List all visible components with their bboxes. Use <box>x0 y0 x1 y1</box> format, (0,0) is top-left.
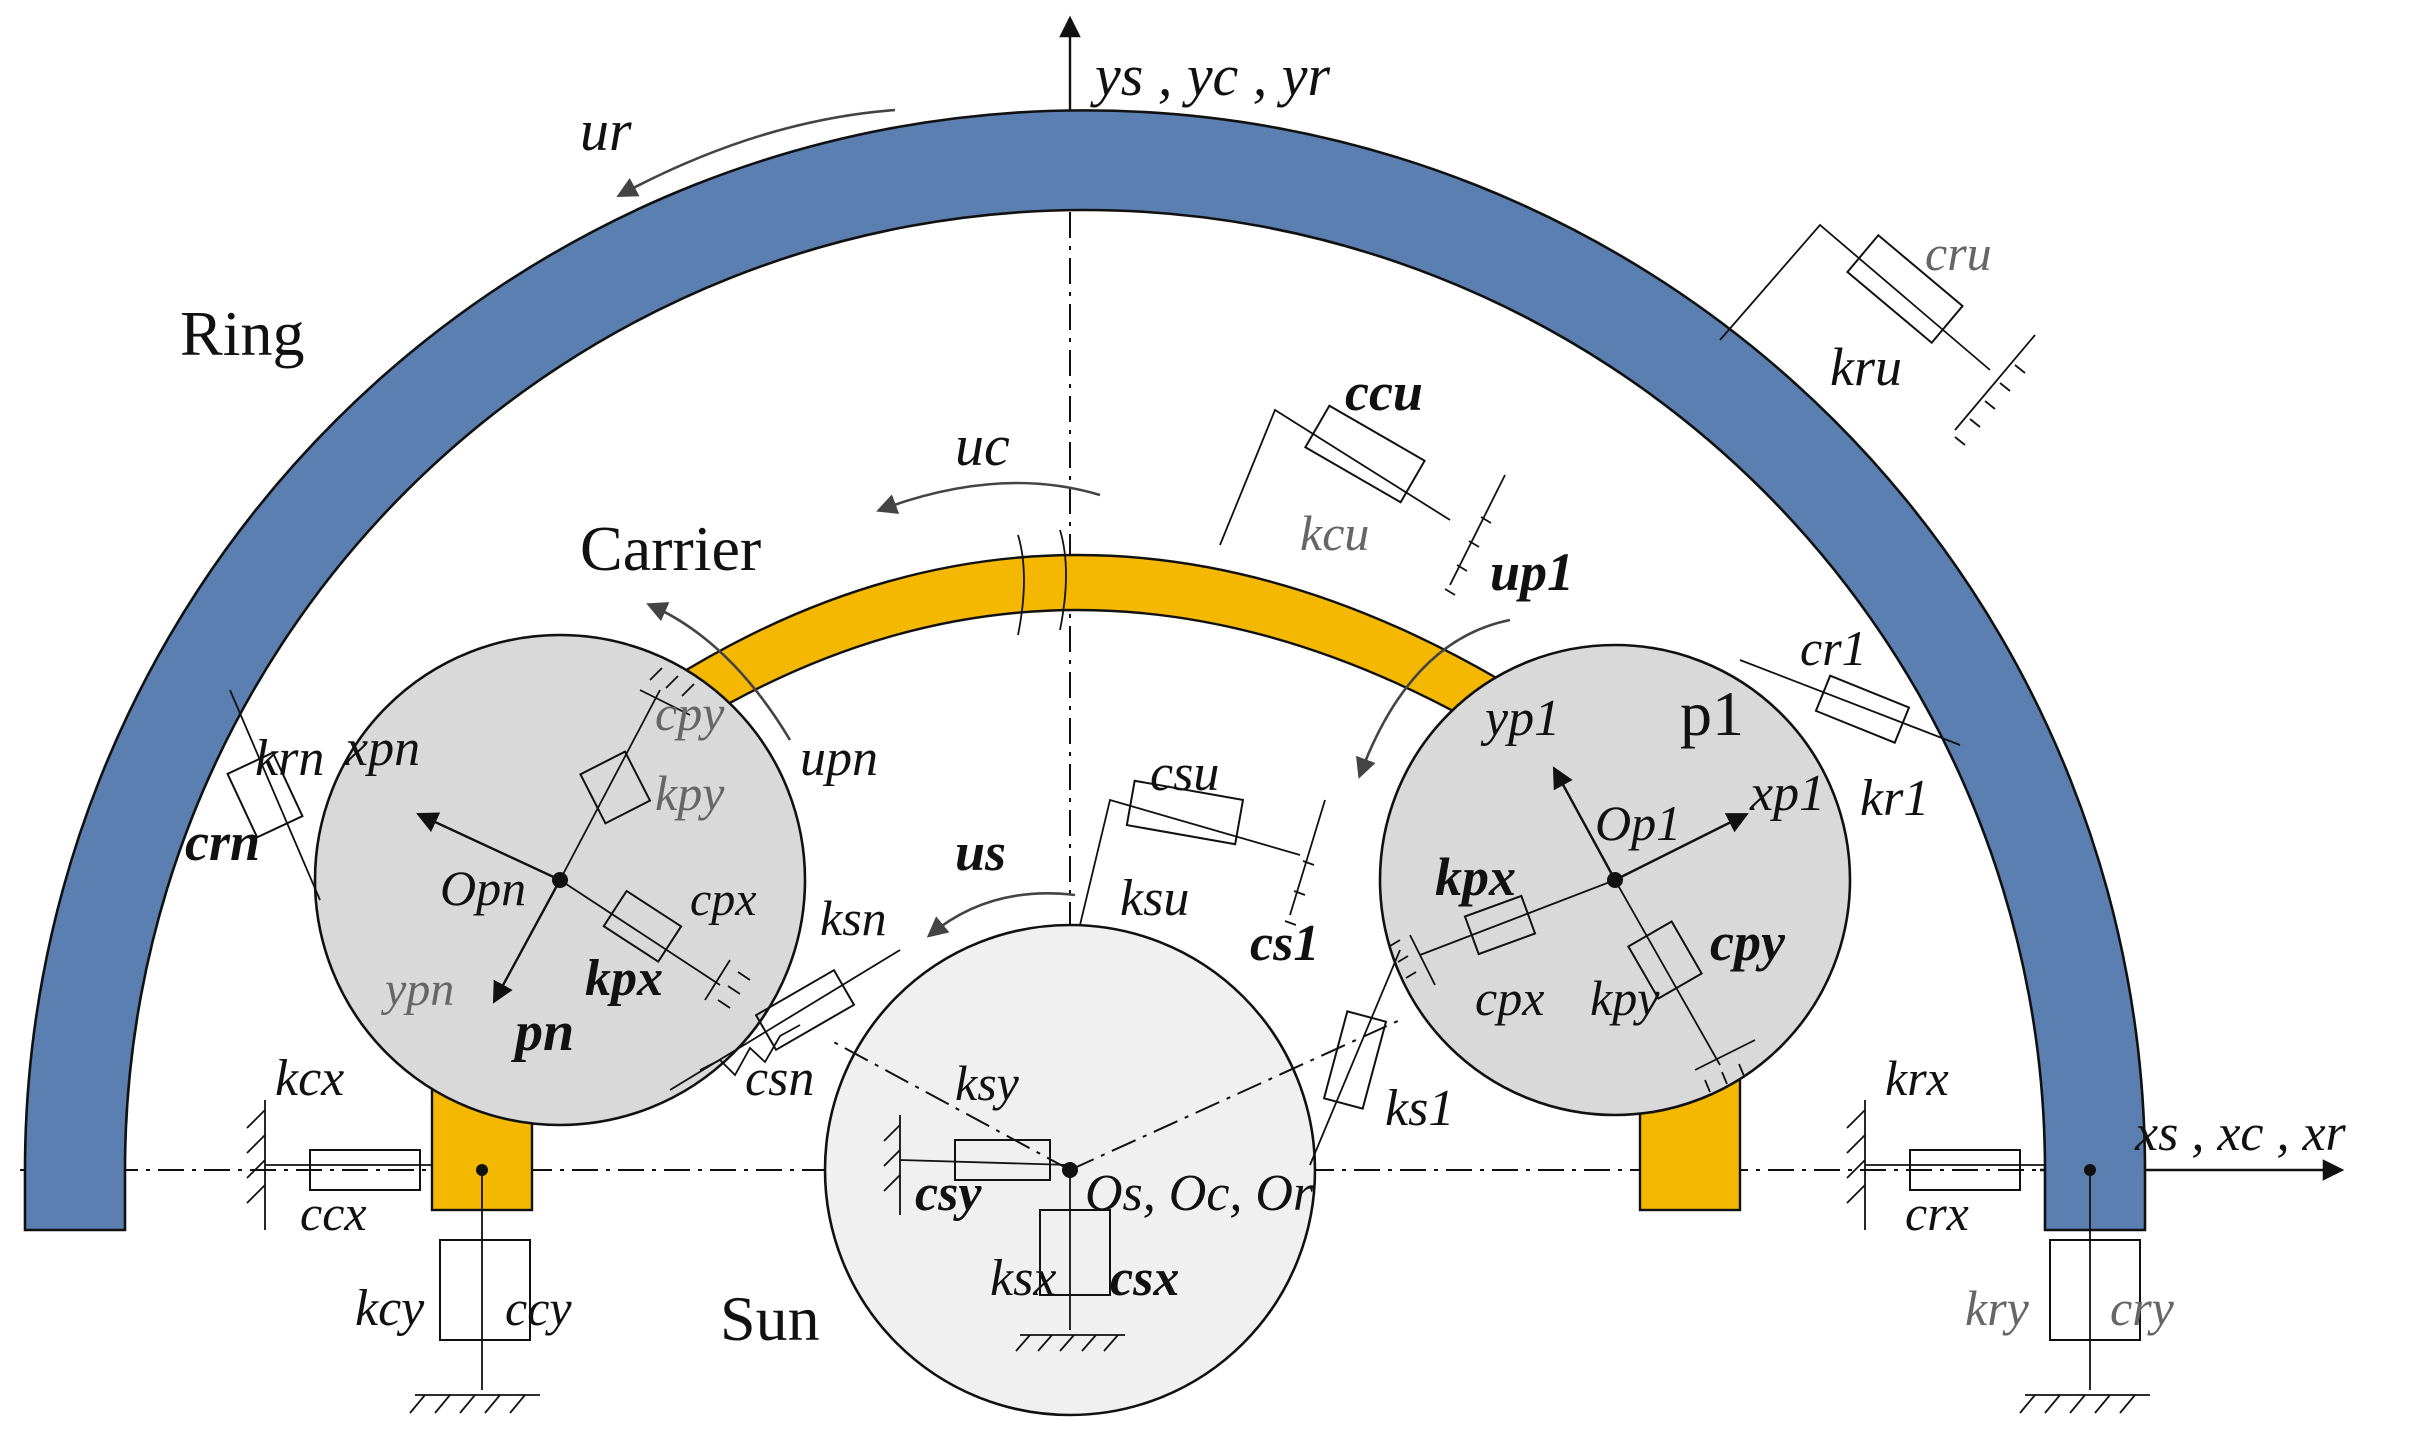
k-sx-label: ksx <box>990 1250 1056 1307</box>
carrier-break-marks <box>1017 529 1067 636</box>
ring-label: Ring <box>180 298 304 369</box>
pn-center-dot <box>552 872 568 888</box>
mesh-p1-ring <box>1739 659 1961 746</box>
carrier-center-dot-left <box>476 1164 488 1176</box>
k-py-label: kpy <box>655 765 725 821</box>
c-cx-label: ccx <box>300 1185 367 1241</box>
pn-x-label: xpn <box>344 720 420 777</box>
sun-x-support <box>883 1115 1071 1215</box>
p1-x-label: xp1 <box>1749 765 1825 822</box>
p1-center-label: Op1 <box>1595 795 1681 851</box>
c-sx-label: csx <box>1110 1250 1179 1307</box>
c-sn-label: csn <box>745 1050 814 1107</box>
c-ry-label: cry <box>2110 1280 2175 1336</box>
ring-rotation-label: ur <box>580 98 632 163</box>
carrier-y-support <box>409 1170 540 1414</box>
carrier-x-support <box>246 1100 432 1230</box>
ring-x-support <box>1846 1100 2045 1230</box>
k-py-p1-label: kpy <box>1590 970 1660 1026</box>
mesh-p1-sun <box>1309 949 1401 1166</box>
pn-center-label: Opn <box>440 860 526 916</box>
k-sn-label: ksn <box>820 890 887 946</box>
sun-center-dot <box>1062 1162 1078 1178</box>
pn-rotation-label: upn <box>800 730 878 787</box>
k-rn-label: krn <box>255 730 324 787</box>
c-ru-label: cru <box>1925 225 1992 281</box>
c-px-p1-label: cpx <box>1475 970 1544 1026</box>
pn-x-axis <box>416 812 561 882</box>
horizontal-axis-label: xs , xc , xr <box>2134 1105 2347 1162</box>
ring-torsional-support <box>1719 223 2036 446</box>
sun-y-support <box>1015 1170 1125 1352</box>
sun-rotation-arrow <box>926 892 1076 938</box>
c-rn-label: crn <box>185 812 260 872</box>
ring-gear <box>23 108 2147 1232</box>
k-cy-label: kcy <box>355 1280 425 1337</box>
k-px-label: kpx <box>585 950 663 1007</box>
k-s1-label: ks1 <box>1385 1080 1454 1137</box>
c-su-label: csu <box>1150 745 1219 802</box>
pn-inner-supports <box>559 667 751 1009</box>
carrier-label: Carrier <box>580 513 761 584</box>
c-py-label: cpy <box>655 685 725 741</box>
pn-y-axis <box>492 879 562 1004</box>
ring-rotation-arrow <box>616 108 896 197</box>
pn-rotation-arrow <box>646 602 792 741</box>
p1-rotation-arrow <box>1356 618 1511 779</box>
mesh-pn-ring <box>226 689 321 901</box>
p1-y-label: yp1 <box>1480 690 1560 747</box>
c-cu-label: ccu <box>1345 362 1423 422</box>
c-s1-label: cs1 <box>1250 915 1319 972</box>
c-sy-label: csy <box>915 1165 982 1222</box>
ring-y-support <box>2019 1170 2150 1414</box>
k-rx-label: krx <box>1885 1050 1949 1106</box>
c-rx-label: crx <box>1905 1185 1969 1241</box>
mesh-pn-sun <box>669 949 901 1091</box>
carrier-torsional-support <box>1219 404 1506 596</box>
k-cu-label: kcu <box>1300 505 1369 561</box>
p1-rotation-label: up1 <box>1490 542 1574 602</box>
k-ry-label: kry <box>1965 1280 2030 1336</box>
p1-inner-supports <box>1389 879 1756 1093</box>
sun-label: Sun <box>720 1283 820 1354</box>
k-r1-label: kr1 <box>1860 770 1929 827</box>
pn-y-label: ypn <box>380 963 454 1016</box>
carrier-rotation-arrow <box>876 481 1101 514</box>
sun-rotation-label: us <box>955 822 1006 882</box>
p1-label: p1 <box>1680 678 1744 749</box>
k-cx-label: kcx <box>275 1050 344 1107</box>
k-su-label: ksu <box>1120 870 1189 927</box>
pn-label: pn <box>511 1001 574 1063</box>
vertical-axis-label: ys , yc , yr <box>1090 43 1331 108</box>
carrier-arc <box>668 553 1502 722</box>
c-px-label: cpx <box>690 873 757 926</box>
c-cy-label: ccy <box>505 1280 572 1336</box>
k-px-p1-label: kpx <box>1435 847 1516 907</box>
ring-center-dot-right <box>2084 1164 2096 1176</box>
carrier-rotation-label: uc <box>955 413 1010 478</box>
c-py-p1-label: cpy <box>1710 912 1786 972</box>
k-ru-label: kru <box>1830 337 1902 397</box>
sun-p1-centerline <box>1069 1019 1401 1171</box>
sun-center-label: Os, Oc, Or <box>1085 1165 1314 1222</box>
c-r1-label: cr1 <box>1800 620 1867 676</box>
p1-center-dot <box>1607 872 1623 888</box>
p1-y-axis <box>1552 766 1617 881</box>
k-sy-label: ksy <box>955 1055 1020 1111</box>
p1-x-axis <box>1614 813 1749 882</box>
sun-torsional-support <box>1079 779 1326 926</box>
